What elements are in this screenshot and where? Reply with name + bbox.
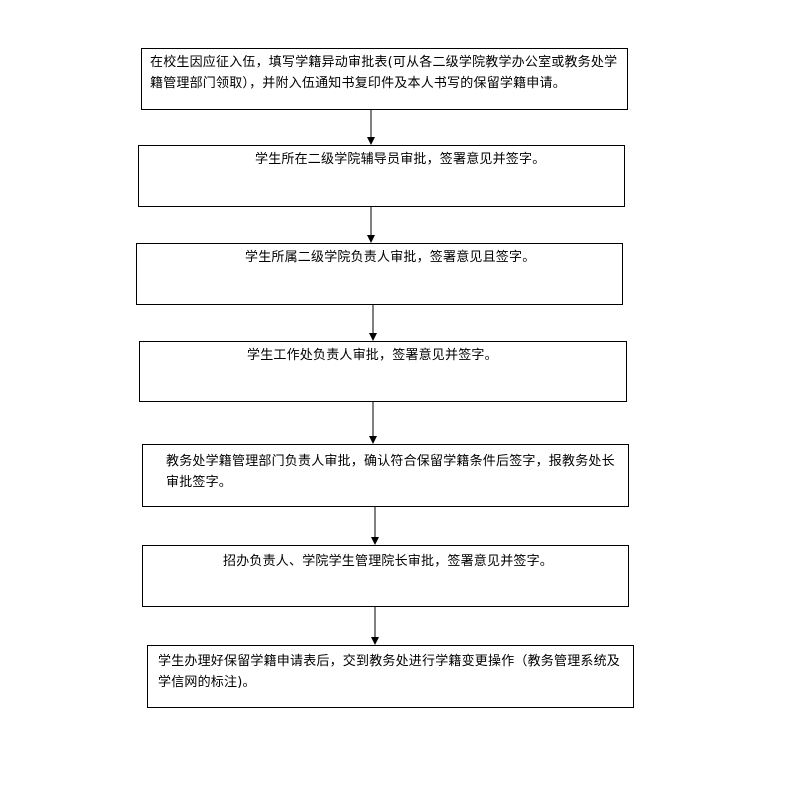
- step-text-5: 教务处学籍管理部门负责人审批，确认符合保留学籍条件后签字，报教务处长审批签字。: [166, 454, 615, 490]
- step-box-2: 学生所在二级学院辅导员审批，签署意见并签字。: [138, 145, 625, 207]
- step-text-7: 学生办理好保留学籍申请表后，交到教务处进行学籍变更操作（教务管理系统及学信网的标…: [158, 654, 621, 690]
- step-text-2: 学生所在二级学院辅导员审批，签署意见并签字。: [255, 152, 546, 167]
- step-text-4: 学生工作处负责人审批，签署意见并签字。: [247, 348, 498, 363]
- step-box-3: 学生所属二级学院负责人审批，签署意见且签字。: [136, 243, 623, 305]
- step-box-1: 在校生因应征入伍，填写学籍异动审批表(可从各二级学院教学办公室或教务处学籍管理部…: [141, 48, 628, 110]
- step-box-7: 学生办理好保留学籍申请表后，交到教务处进行学籍变更操作（教务管理系统及学信网的标…: [147, 645, 634, 708]
- step-box-5: 教务处学籍管理部门负责人审批，确认符合保留学籍条件后签字，报教务处长审批签字。: [142, 444, 629, 507]
- step-text-6: 招办负责人、学院学生管理院长审批，签署意见并签字。: [223, 554, 554, 569]
- step-box-4: 学生工作处负责人审批，签署意见并签字。: [139, 341, 627, 402]
- step-text-3: 学生所属二级学院负责人审批，签署意见且签字。: [245, 250, 536, 265]
- step-box-6: 招办负责人、学院学生管理院长审批，签署意见并签字。: [142, 545, 629, 607]
- step-text-1: 在校生因应征入伍，填写学籍异动审批表(可从各二级学院教学办公室或教务处学籍管理部…: [150, 55, 618, 91]
